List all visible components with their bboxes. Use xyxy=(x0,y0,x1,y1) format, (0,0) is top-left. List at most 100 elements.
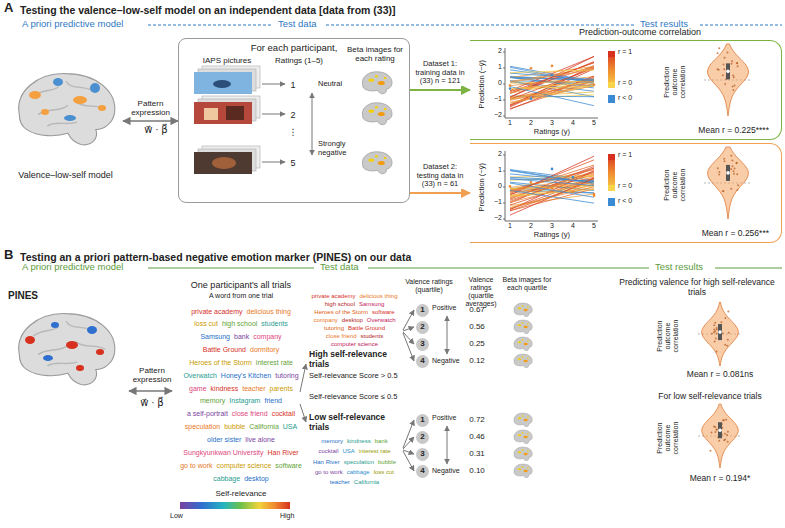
word-cloud: memorykindnessbankcocktailUSAinterest ra… xyxy=(308,436,401,488)
label-text: Prediction outcome correlation xyxy=(663,55,687,109)
cloud-word: high school xyxy=(222,320,257,328)
cloud-word: interest rate xyxy=(359,448,391,455)
cloud-word: computer science xyxy=(216,462,271,470)
quartile-circle: 1 xyxy=(416,414,429,427)
label-text: 0.72 xyxy=(462,415,492,424)
cloud-word: software xyxy=(275,462,301,470)
node-text: Mean r = 0.225**** xyxy=(698,126,769,136)
legend-text: r = 1 xyxy=(618,151,632,159)
legend-text: r < 0 xyxy=(618,94,632,102)
label-text: Pattern expression xyxy=(128,366,176,384)
cloud-word: software xyxy=(372,309,395,316)
label-text: Mean r = 0.194* xyxy=(660,474,780,484)
cloud-word: USA xyxy=(342,448,354,455)
label-text: A priori predictive model xyxy=(22,262,162,273)
label-text: Prediction (−ŷ) xyxy=(478,157,487,217)
cloud-word: live alone xyxy=(245,436,275,444)
cloud-word: kindness xyxy=(347,438,371,445)
label-text: 3 xyxy=(547,119,557,127)
cloud-word: kindness xyxy=(211,385,239,393)
node-text: 1 xyxy=(420,305,424,314)
label-text: 3 xyxy=(547,222,557,230)
label-text: 0.67 xyxy=(462,305,492,314)
label-text: A xyxy=(4,1,20,16)
test-data-box: For each participant, xyxy=(178,38,410,203)
cloud-word: bubble xyxy=(224,423,245,431)
edge-label: Dataset 2: testing data in (33) n = 61 xyxy=(411,163,469,189)
label-text: 0.46 xyxy=(462,432,492,441)
cloud-word: close friend xyxy=(232,410,268,418)
legend-swatch xyxy=(608,51,615,57)
cloud-word: cabbage xyxy=(213,475,240,483)
label-text: Ratings (y) xyxy=(507,128,597,137)
word-cloud: private academydelicious thingloss cuthi… xyxy=(176,305,306,485)
cloud-word: Han River xyxy=(268,449,299,457)
model-brain: PINES xyxy=(8,290,123,400)
quartile-circle: 4 xyxy=(416,465,429,478)
label-text: 0.10 xyxy=(462,466,492,475)
label-text: Prediction (−ŷ) xyxy=(478,54,487,114)
label-text: B xyxy=(4,248,20,263)
label-text: Test data xyxy=(278,19,358,30)
cloud-word: Heroes of the Storm xyxy=(314,309,368,316)
label-text: Negative xyxy=(432,357,462,365)
label-text: 0.25 xyxy=(462,339,492,348)
cloud-word: memory xyxy=(200,397,225,405)
connector xyxy=(410,192,470,194)
cloud-word: Battle Ground xyxy=(203,346,246,354)
edge-label: Pattern expression xyxy=(126,99,176,117)
cloud-word: teacher xyxy=(242,385,265,393)
label-text: 1 xyxy=(505,222,515,230)
label-text: 0.12 xyxy=(462,356,492,365)
cloud-word: interest rate xyxy=(256,359,293,367)
node-text: 4 xyxy=(420,356,424,365)
label-text: Neutral xyxy=(318,80,352,89)
legend-swatch xyxy=(608,185,615,191)
label-text: Negative xyxy=(432,467,462,475)
quartile-circle: 3 xyxy=(416,338,429,351)
label-text: −1 xyxy=(486,198,502,206)
label-text: 5 xyxy=(589,222,599,230)
cloud-word: Samsung xyxy=(200,333,230,341)
quartile-circle: 2 xyxy=(416,431,429,444)
label-text: 2 xyxy=(526,119,536,127)
cloud-word: speculation xyxy=(344,459,374,466)
cloud-word: delicious thing xyxy=(360,293,398,300)
cloud-word: Overwatch xyxy=(183,372,216,380)
label-text: 4 xyxy=(568,222,578,230)
cloud-word: a self-portrait xyxy=(187,410,228,418)
label-text: A priori predictive model xyxy=(22,19,162,30)
label-text: Valence ratings (quartile averages) xyxy=(460,276,502,308)
label-text: Predicting valence for high self-relevan… xyxy=(612,278,782,298)
model-brain: Valence–low-self model xyxy=(8,62,123,180)
label-text: Testing the valence–low-self model on an… xyxy=(20,4,580,16)
cloud-word: game xyxy=(189,385,207,393)
cloud-word: go to work xyxy=(315,469,343,476)
label-text: 0.31 xyxy=(462,449,492,458)
cloud-word: company xyxy=(253,333,281,341)
cloud-word: loss cut xyxy=(194,320,218,328)
cloud-word: loss cut xyxy=(374,469,394,476)
legend-swatch xyxy=(608,154,615,160)
label-text: Test data xyxy=(320,262,400,273)
node-text: Mean r = 0.256*** xyxy=(702,229,769,239)
cloud-word: Samsung xyxy=(359,301,384,308)
label-text: 1 xyxy=(288,80,298,90)
cloud-word: desktop xyxy=(244,475,269,483)
cloud-word: go to work xyxy=(180,462,212,470)
label-text: 2 xyxy=(486,47,502,55)
label-text: Beta images for each quartile xyxy=(500,276,554,292)
cloud-word: tutoring xyxy=(324,325,344,332)
node-text: 3 xyxy=(420,339,424,348)
cloud-word: computer science xyxy=(331,341,378,348)
label-text: Prediction outcome correlation xyxy=(663,158,687,212)
legend-swatch xyxy=(608,82,615,88)
cloud-word: private academy xyxy=(191,308,242,316)
label-text: w⃗ · β⃗ xyxy=(128,397,176,409)
cloud-word: company xyxy=(313,317,337,324)
label-text: 0 xyxy=(486,182,502,190)
cloud-word: high school xyxy=(325,301,355,308)
label-text: w⃗ · β⃗ xyxy=(136,124,176,136)
label-text: High self-relevance trials xyxy=(309,350,401,370)
label-text: Beta images for each rating xyxy=(342,45,408,63)
